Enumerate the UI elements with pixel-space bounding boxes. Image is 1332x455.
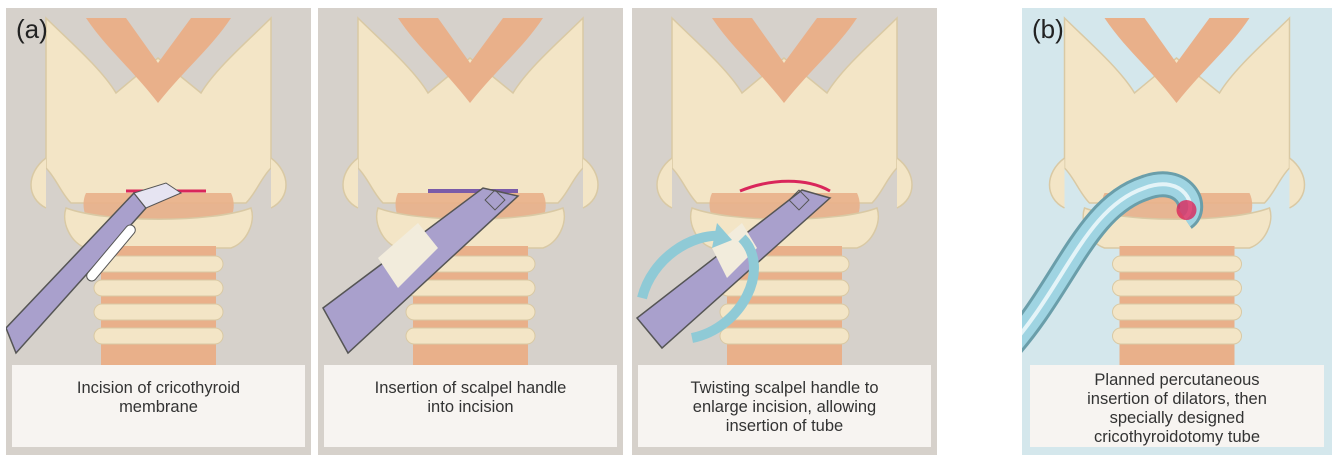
panel-incision: (a) Incision of cricothyroid membrane [6,8,311,455]
caption-text: Incision of cricothyroid membrane [77,379,240,417]
caption-text: Planned percutaneous insertion of dilato… [1087,371,1267,447]
caption-box: Insertion of scalpel handle into incisio… [324,365,617,447]
panel-percutaneous: (b) Planned percutaneous insertion of di… [1022,8,1332,455]
panel-tag-a: (a) [16,14,48,45]
panel-twisting: Twisting scalpel handle to enlarge incis… [632,8,937,455]
caption-box: Twisting scalpel handle to enlarge incis… [638,365,931,447]
caption-box: Planned percutaneous insertion of dilato… [1030,365,1324,447]
caption-text: Twisting scalpel handle to enlarge incis… [690,379,878,436]
panel-insertion: Insertion of scalpel handle into incisio… [318,8,623,455]
caption-box: Incision of cricothyroid membrane [12,365,305,447]
panel-tag-b: (b) [1032,14,1064,45]
caption-text: Insertion of scalpel handle into incisio… [375,379,567,417]
